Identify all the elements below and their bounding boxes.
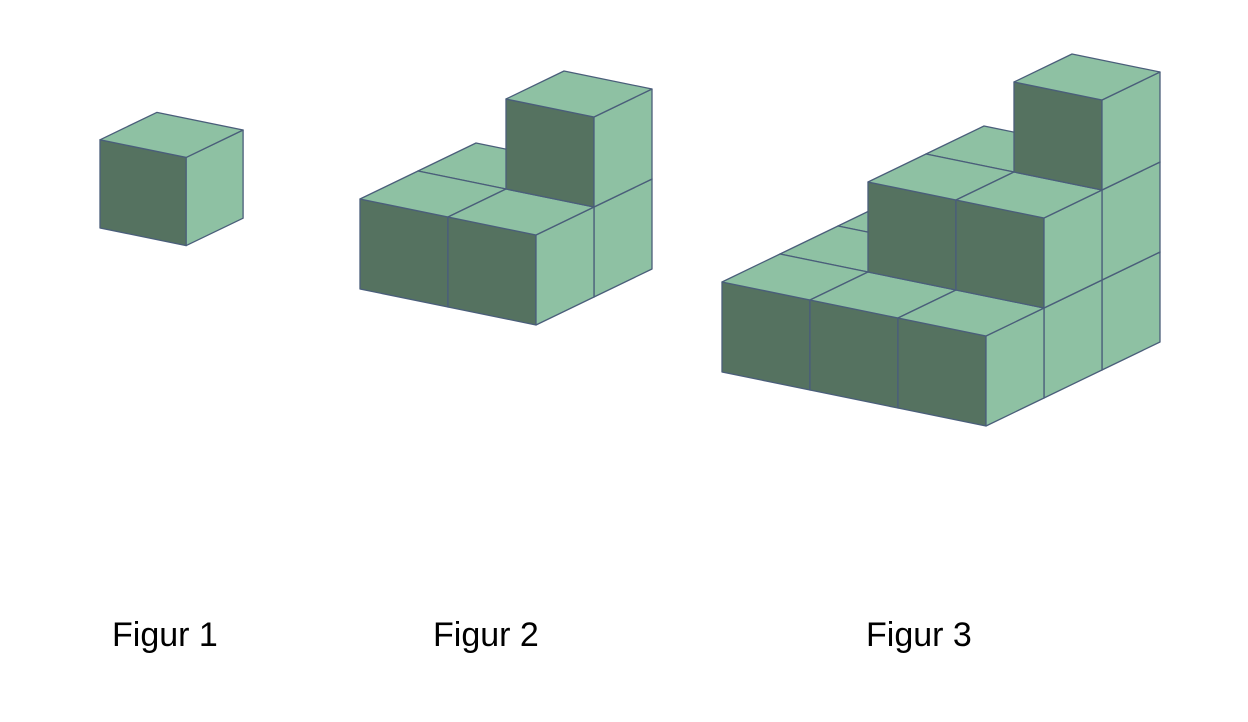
figure-2-label: Figur 2 [433,616,539,654]
cube-front-face [1013,81,1103,191]
cube-front-face [897,317,987,427]
figure-1-cubes [99,111,244,247]
cube-top-face [99,111,244,159]
cube-front-face [99,139,187,247]
figure-3-cubes [721,53,1161,427]
cube-front-face [721,281,811,391]
figure-1-label: Figur 1 [112,616,218,654]
figure-3-label: Figur 3 [866,616,972,654]
cube-front-face [809,299,899,409]
cube-front-face [359,198,449,308]
cube-front-face [505,98,595,208]
figure-2-cubes [359,70,653,326]
cube-front-face [447,216,537,326]
cube-top-face [1013,53,1161,101]
cube-top-face [505,70,653,118]
cube-front-face [867,181,957,291]
cube-front-face [955,199,1045,309]
